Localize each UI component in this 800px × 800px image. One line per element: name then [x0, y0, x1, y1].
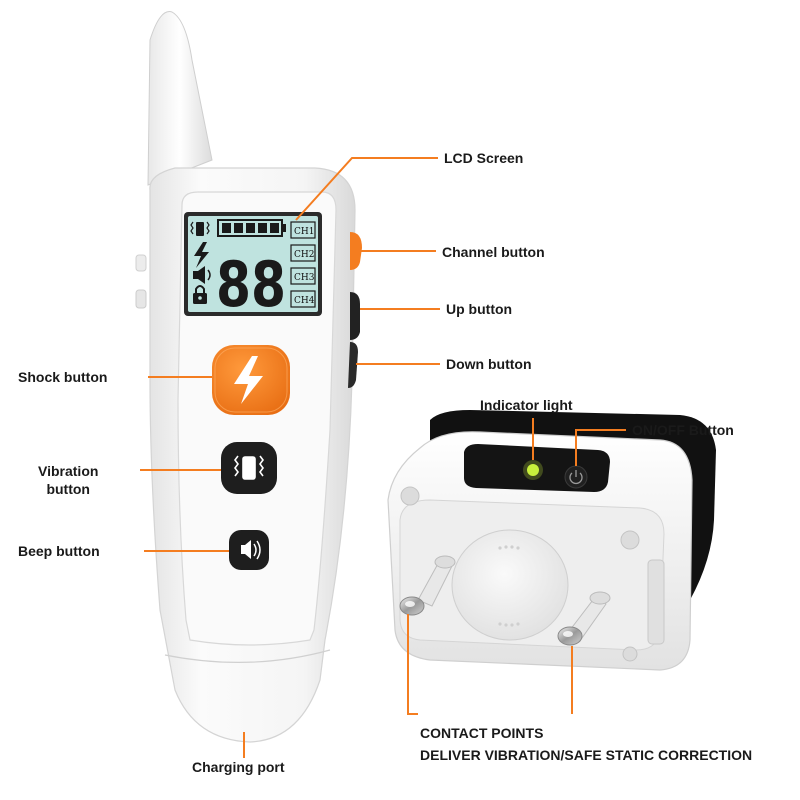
down-button[interactable]: [348, 342, 358, 388]
lcd-speaker-icon: [193, 266, 211, 284]
label-on-off-button: ON/OFF Button: [632, 422, 734, 438]
speaker-icon: [241, 540, 261, 560]
label-lcd-screen: LCD Screen: [444, 150, 524, 166]
lcd-vibration-icon: [190, 221, 210, 236]
on-off-button[interactable]: [564, 465, 588, 489]
callout-contact-points: [407, 614, 418, 715]
label-contact-points: CONTACT POINTS DELIVER VIBRATION/SAFE ST…: [420, 722, 752, 766]
lcd-shock-icon: [194, 242, 209, 268]
lcd-channel-label: CH4: [294, 296, 315, 306]
lcd-channel-box: [290, 244, 316, 262]
antenna: [147, 11, 213, 186]
battery-segment: [270, 223, 279, 233]
contact-point-right: [557, 591, 611, 646]
label-up-button: Up button: [446, 301, 513, 317]
label-charging-port: Charging port: [192, 759, 285, 775]
label-vibration-button: Vibration button: [38, 462, 98, 498]
indicator-light: [527, 464, 539, 476]
lightning-bolt-icon: [234, 356, 263, 404]
vibration-button[interactable]: [221, 442, 277, 494]
label-contact-points-line1: CONTACT POINTS: [420, 725, 544, 741]
lcd-digits: 88: [216, 248, 286, 321]
lcd-battery-icon: [217, 219, 286, 237]
label-beep-button: Beep button: [18, 543, 100, 559]
battery-segment: [222, 223, 231, 233]
lcd-channel-label: CH1: [294, 227, 314, 237]
beep-button[interactable]: [229, 530, 269, 570]
channel-button[interactable]: [350, 232, 362, 270]
receiver-center-pad: [451, 529, 569, 641]
label-shock-button: Shock button: [18, 369, 108, 385]
label-vibration-line2: button: [46, 481, 90, 498]
lcd-channel-label: CH3: [294, 273, 315, 283]
battery-segment: [234, 223, 243, 233]
callout-lcd-screen: [295, 157, 438, 221]
label-channel-button: Channel button: [442, 244, 545, 260]
power-icon: [569, 470, 583, 485]
up-button[interactable]: [350, 292, 360, 340]
battery-segment: [246, 223, 255, 233]
lock-icon: [193, 285, 207, 304]
callout-on-off-button: [575, 429, 626, 466]
lcd-channel-box: [290, 267, 316, 285]
lcd-channel-box: [290, 221, 316, 239]
battery-segment: [258, 223, 267, 233]
lcd-channel-box: [290, 290, 316, 308]
label-down-button: Down button: [446, 356, 532, 372]
contact-point-left: [399, 555, 456, 616]
label-indicator-light: Indicator light: [480, 397, 573, 413]
label-vibration-line1: Vibration: [38, 463, 99, 479]
callout-lines: [140, 157, 626, 758]
label-contact-points-line2: DELIVER VIBRATION/SAFE STATIC CORRECTION: [420, 747, 753, 763]
collar-receiver: [387, 410, 716, 671]
lcd-channel-label: CH2: [294, 250, 314, 260]
shock-button[interactable]: [212, 345, 290, 415]
vibration-icon: [234, 455, 264, 480]
